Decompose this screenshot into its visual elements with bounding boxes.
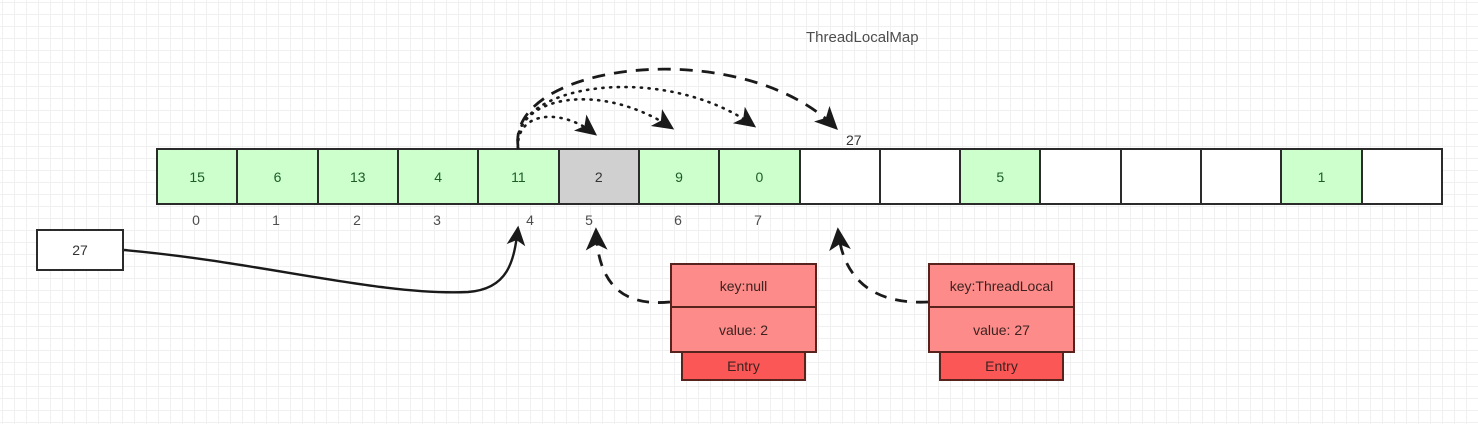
probe-arc-4-to-7 bbox=[516, 85, 757, 150]
source-to-bucket4-connector bbox=[123, 225, 526, 294]
array-cell-2[interactable]: 13 bbox=[318, 150, 399, 203]
array-index-4: 4 bbox=[526, 212, 534, 228]
entry-box-new-entry[interactable]: key:ThreadLocal value: 27 Entry bbox=[928, 263, 1075, 381]
array-index-0: 0 bbox=[192, 212, 200, 228]
array-cell-10[interactable]: 5 bbox=[961, 150, 1042, 203]
array-index-5: 5 bbox=[585, 212, 593, 228]
probe-arc-4-to-6 bbox=[516, 98, 675, 150]
new-entry-to-bucket8-connector bbox=[829, 227, 929, 304]
insert-arc-4-to-8 bbox=[516, 67, 838, 147]
array-cell-4[interactable]: 11 bbox=[479, 150, 560, 203]
entry-key-label: key:null bbox=[672, 265, 815, 308]
array-index-6: 6 bbox=[674, 212, 682, 228]
array-index-2: 2 bbox=[353, 212, 361, 228]
array-cell-3[interactable]: 4 bbox=[398, 150, 480, 203]
entry-key-label: key:ThreadLocal bbox=[930, 265, 1073, 308]
entry-kv-body: key:ThreadLocal value: 27 bbox=[928, 263, 1075, 353]
array-cell-0[interactable]: 15 bbox=[158, 150, 239, 203]
array-cell-12[interactable] bbox=[1121, 150, 1203, 203]
entry-box-stale-entry[interactable]: key:null value: 2 Entry bbox=[670, 263, 817, 381]
probe-arc-4-to-5 bbox=[516, 114, 598, 150]
entry-value-label: value: 27 bbox=[973, 321, 1030, 338]
entry-kv-body: key:null value: 2 bbox=[670, 263, 817, 353]
source-value-box[interactable]: 27 bbox=[36, 229, 124, 271]
array-cell-8[interactable] bbox=[800, 150, 881, 203]
array-index-3: 3 bbox=[433, 212, 441, 228]
array-cell-13[interactable] bbox=[1202, 150, 1283, 203]
array-cell-6[interactable]: 9 bbox=[639, 150, 721, 203]
array-cell-5[interactable]: 2 bbox=[559, 150, 640, 203]
threadlocalmap-array: 15 6 13 4 11 2 9 0 5 1 bbox=[156, 148, 1443, 205]
diagram-title: ThreadLocalMap bbox=[806, 29, 919, 46]
array-cell-7[interactable]: 0 bbox=[720, 150, 801, 203]
entry-value-label: value: 2 bbox=[718, 321, 769, 338]
stale-entry-to-bucket5-connector bbox=[585, 227, 671, 304]
array-index-7: 7 bbox=[754, 212, 762, 228]
entry-type-tag: Entry bbox=[681, 351, 806, 381]
array-index-1: 1 bbox=[272, 212, 280, 228]
array-cell-14[interactable]: 1 bbox=[1282, 150, 1363, 203]
hash-value-label: 27 bbox=[846, 132, 862, 148]
array-cell-11[interactable] bbox=[1041, 150, 1122, 203]
array-cell-9[interactable] bbox=[880, 150, 962, 203]
array-cell-15[interactable] bbox=[1362, 150, 1441, 203]
entry-type-tag: Entry bbox=[939, 351, 1064, 381]
array-cell-1[interactable]: 6 bbox=[238, 150, 319, 203]
